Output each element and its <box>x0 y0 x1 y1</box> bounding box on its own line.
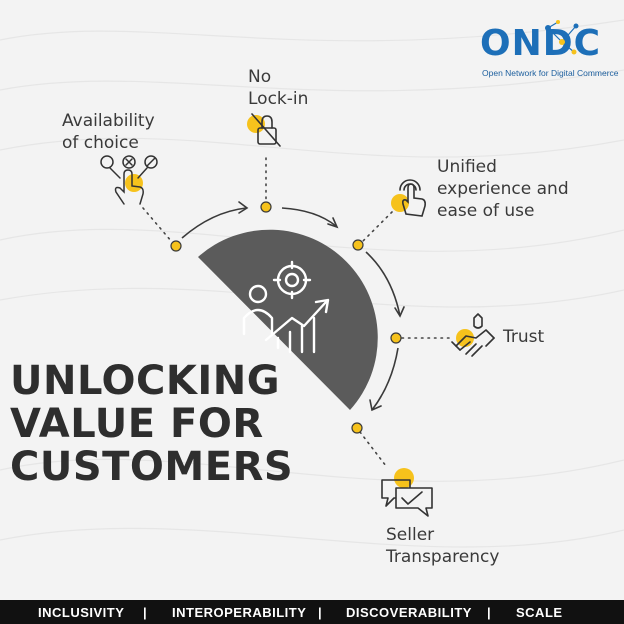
benefit-availability-label: Availability of choice <box>62 111 155 153</box>
flow-nodes <box>170 201 402 434</box>
footer-separator: | <box>143 605 148 620</box>
growth-icon <box>242 260 330 354</box>
touch-hand-icon <box>391 179 426 217</box>
headline-line-2: VALUE FOR <box>10 401 264 447</box>
benefit-lockin-label: No Lock-in <box>248 67 309 109</box>
chat-bubbles-icon <box>381 468 433 517</box>
options-hand-icon <box>100 155 158 205</box>
footer-item-discoverability: DISCOVERABILITY <box>346 605 472 620</box>
footer-item-interoperability: INTEROPERABILITY <box>172 605 307 620</box>
node-unified <box>352 239 364 251</box>
footer-separator: | <box>487 605 492 620</box>
value-semicircle <box>198 229 378 410</box>
footer-item-inclusivity: INCLUSIVITY <box>38 605 125 620</box>
logo-wordmark: ONDC <box>480 23 602 64</box>
footer-item-scale: SCALE <box>516 605 563 620</box>
dotted-connectors <box>142 157 453 467</box>
handshake-icon <box>451 313 495 357</box>
benefit-seller-label: Seller Transparency <box>386 525 500 567</box>
headline-line-1: UNLOCKING <box>10 358 281 404</box>
benefits-diagram <box>100 113 495 517</box>
network-icon <box>545 20 579 55</box>
benefit-unified-label: Unified experience and ease of use <box>437 157 569 221</box>
node-availability <box>170 240 182 252</box>
node-trust <box>390 332 402 344</box>
arrow-heads <box>238 201 405 412</box>
benefit-trust-label: Trust <box>503 327 545 347</box>
headline: UNLOCKING VALUE FOR CUSTOMERS <box>10 360 293 489</box>
flow-arc <box>181 207 401 411</box>
lock-icon <box>247 113 281 147</box>
node-lockin <box>260 201 272 213</box>
headline-line-3: CUSTOMERS <box>10 444 294 490</box>
ondc-logo: ONDC Open Network for Digital Commerce <box>480 20 620 84</box>
node-seller <box>351 422 363 434</box>
footer-pillars: INCLUSIVITY | INTEROPERABILITY | DISCOVE… <box>0 600 624 624</box>
logo-tagline: Open Network for Digital Commerce <box>482 68 619 78</box>
footer-separator: | <box>318 605 323 620</box>
